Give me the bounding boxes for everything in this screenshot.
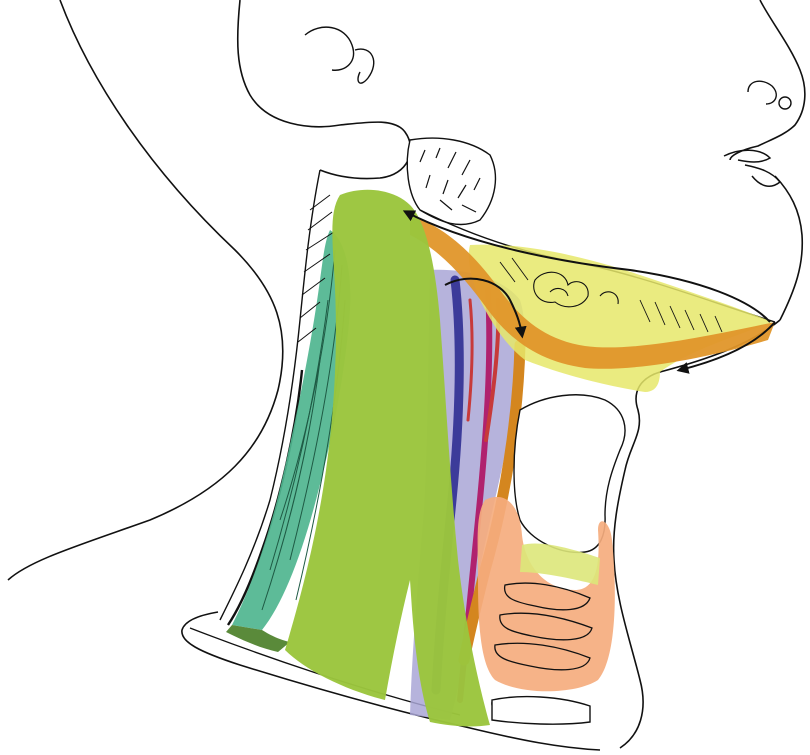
back-of-head-outline <box>8 0 283 580</box>
nostril <box>748 81 776 104</box>
parotid-region-outline <box>407 138 495 224</box>
nostril-hole <box>779 97 791 109</box>
sternal-notch-outline <box>492 697 590 725</box>
face-profile-outline <box>730 0 805 160</box>
chin-outline <box>775 176 802 320</box>
ear-inner-curl <box>305 27 374 83</box>
